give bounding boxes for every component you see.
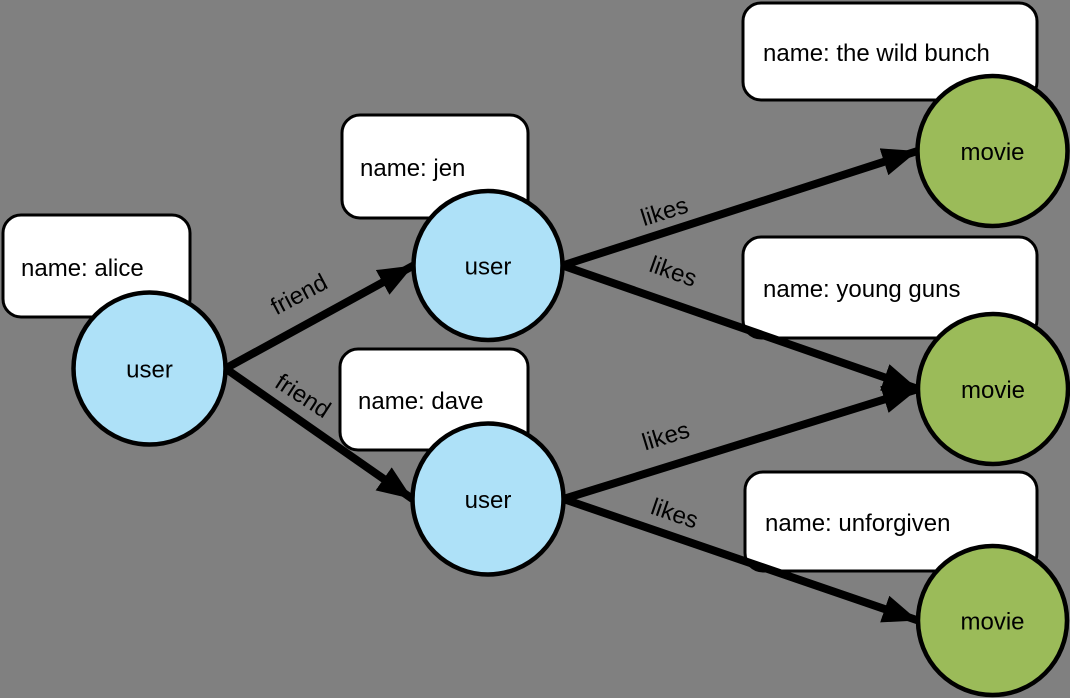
node-alice: user	[71, 290, 228, 447]
edge-dave-unforgiven: likes	[562, 493, 920, 625]
node-label-young-guns: movie	[961, 377, 1025, 404]
node-dave: user	[410, 421, 566, 577]
property-text-unforgiven: name: unforgiven	[765, 510, 950, 537]
node-label-the-wild-bunch: movie	[960, 139, 1024, 166]
node-jen: user	[411, 188, 565, 343]
node-the-wild-bunch: movie	[915, 73, 1070, 229]
node-label-alice: user	[126, 357, 173, 384]
edge-line	[561, 147, 919, 270]
edge-line	[562, 385, 920, 503]
property-box-rect	[741, 1, 1039, 102]
node-label-dave: user	[465, 487, 512, 514]
edge-line	[223, 261, 416, 373]
edge-line	[562, 495, 920, 625]
property-text-jen: name: jen	[360, 155, 465, 182]
property-box-rect	[743, 470, 1039, 573]
property-box-jen: name: jen	[340, 113, 530, 220]
property-box-young-guns: name: young guns	[741, 235, 1039, 340]
node-label-jen: user	[465, 254, 512, 281]
property-box-unforgiven: name: unforgiven	[743, 470, 1039, 573]
node-young-guns: movie	[915, 311, 1070, 467]
property-box-the-wild-bunch: name: the wild bunch	[741, 1, 1039, 102]
edge-line	[561, 261, 920, 393]
node-unforgiven: movie	[915, 543, 1070, 698]
property-text-the-wild-bunch: name: the wild bunch	[763, 40, 990, 67]
property-box-rect	[741, 235, 1039, 340]
property-text-alice: name: alice	[21, 255, 144, 282]
node-label-unforgiven: movie	[960, 609, 1024, 636]
property-text-dave: name: dave	[358, 388, 483, 415]
property-text-young-guns: name: young guns	[763, 276, 960, 303]
edge-line	[223, 365, 415, 503]
